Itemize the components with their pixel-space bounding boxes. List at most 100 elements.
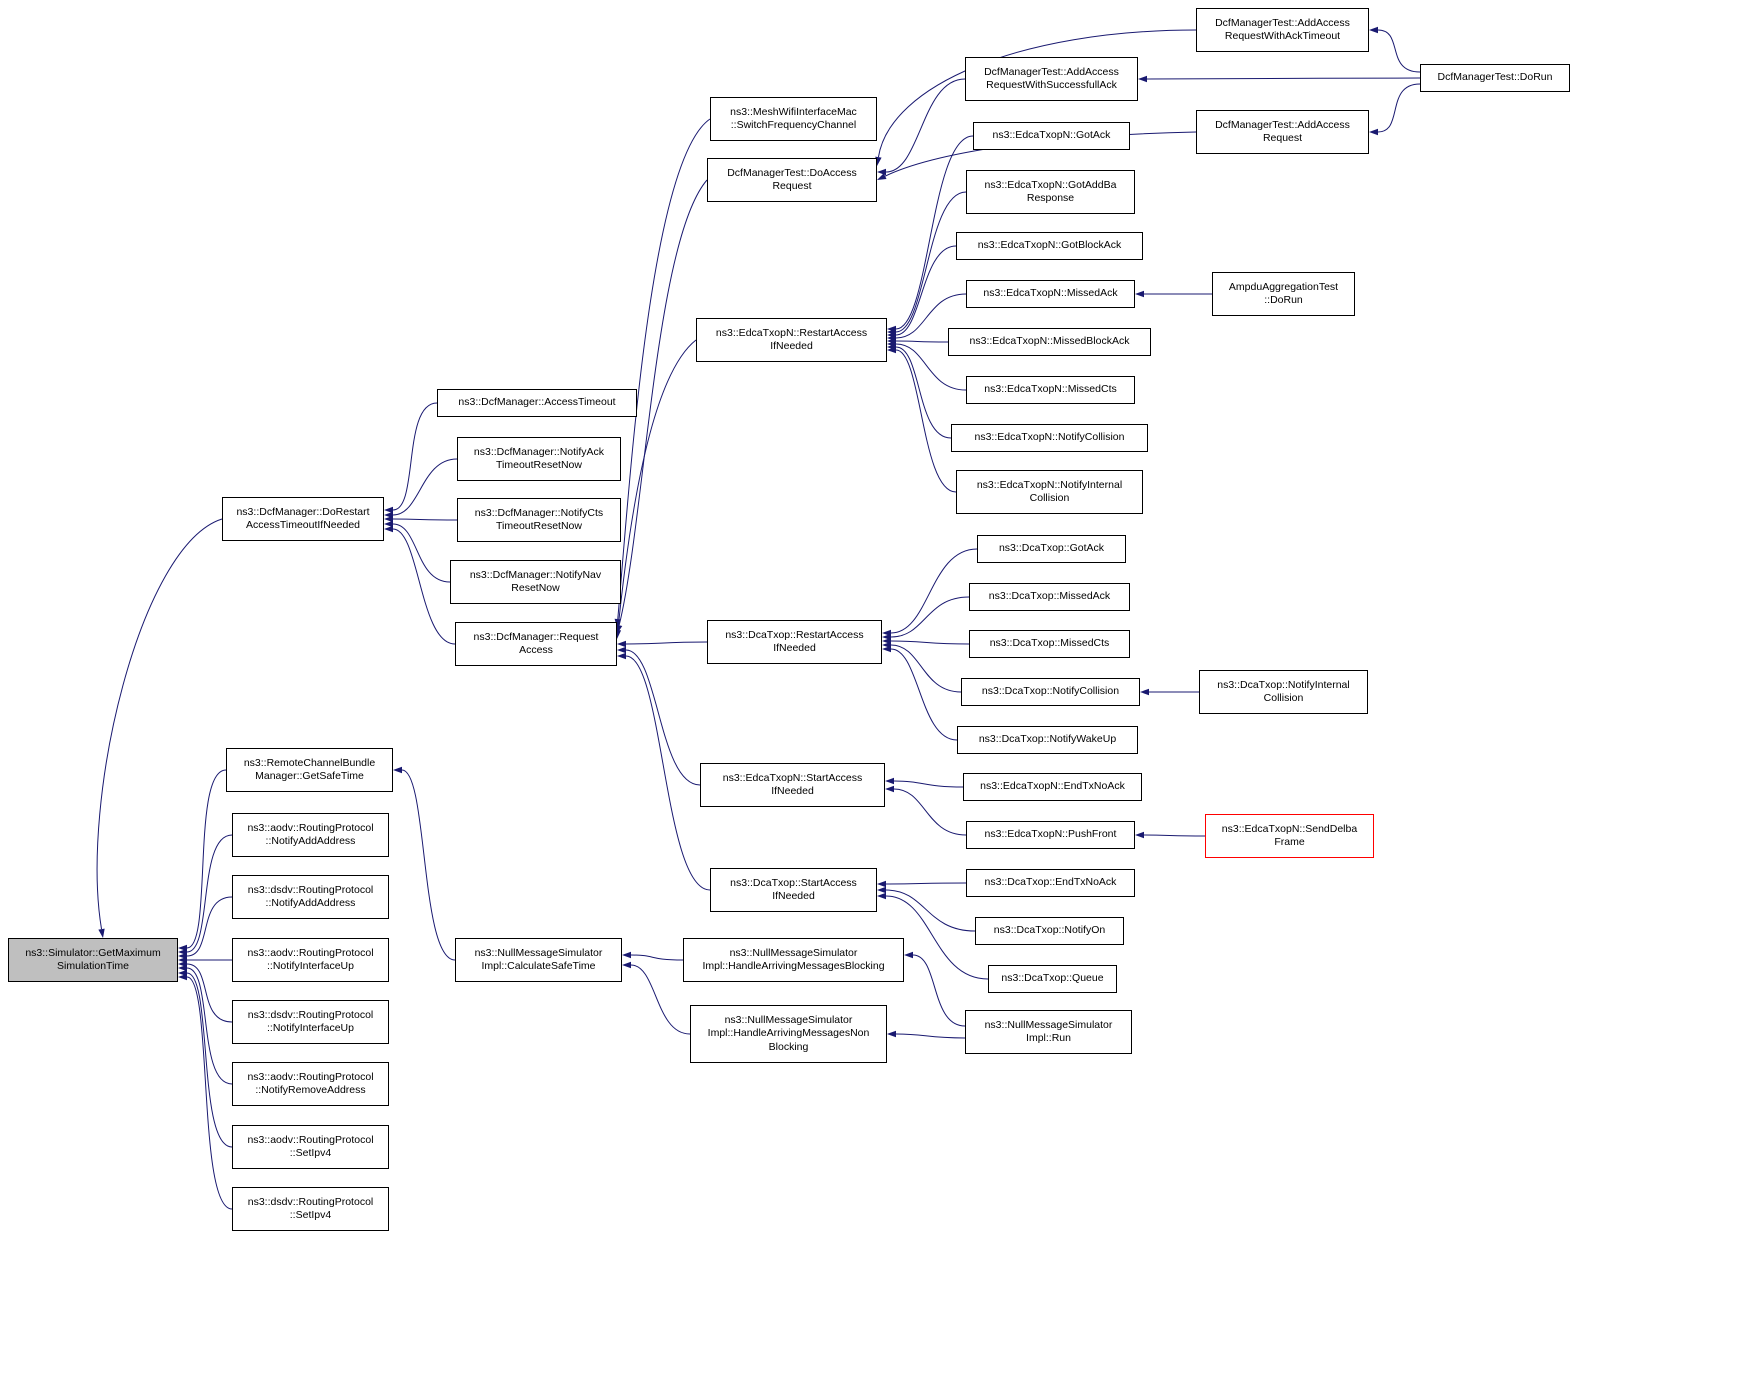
node-edca-missed-ack[interactable]: ns3::EdcaTxopN::MissedAck <box>966 280 1135 308</box>
node-access-timeout[interactable]: ns3::DcfManager::AccessTimeout <box>437 389 637 417</box>
node-label-line: ns3::DcaTxop::RestartAccess <box>725 628 864 641</box>
node-label-line: ::NotifyRemoveAddress <box>255 1084 366 1096</box>
node-label-line: Response <box>1026 192 1075 204</box>
call-edge-edca-got-block-ack-to-edca-restart-access-if-needed <box>895 245 957 336</box>
node-label-line: IfNeeded <box>773 642 816 654</box>
node-label-line: TimeoutResetNow <box>496 459 582 471</box>
node-label-line: ns3::EdcaTxopN::GotAck <box>992 129 1111 142</box>
arrowhead <box>1369 128 1378 136</box>
node-edca-missed-block-ack[interactable]: ns3::EdcaTxopN::MissedBlockAck <box>948 328 1151 356</box>
call-edge-aodv-notify-remove-address-to-get-maximum-simulation-time <box>186 967 233 1085</box>
node-edca-end-tx-no-ack[interactable]: ns3::EdcaTxopN::EndTxNoAck <box>963 773 1142 801</box>
node-edca-got-block-ack[interactable]: ns3::EdcaTxopN::GotBlockAck <box>956 232 1143 260</box>
node-aodv-notify-add-address[interactable]: ns3::aodv::RoutingProtocol::NotifyAddAdd… <box>232 813 389 857</box>
node-label-line: ns3::aodv::RoutingProtocol <box>247 946 374 959</box>
call-edge-handle-arriving-messages-blocking-to-calculate-safe-time <box>630 954 684 961</box>
arrowhead <box>882 645 891 653</box>
node-label-line: Request <box>772 180 812 192</box>
node-label-line: Impl::CalculateSafeTime <box>481 960 596 972</box>
call-edge-edca-got-add-ba-response-to-edca-restart-access-if-needed <box>895 191 967 333</box>
node-label-line: ::NotifyAddAddress <box>265 897 356 909</box>
node-dca-end-tx-no-ack[interactable]: ns3::DcaTxop::EndTxNoAck <box>966 869 1135 897</box>
call-edge-notify-cts-timeout-reset-now-to-do-restart-access-timeout-if-needed <box>392 518 458 521</box>
arrowhead <box>178 964 187 972</box>
node-aodv-notify-remove-address[interactable]: ns3::aodv::RoutingProtocol::NotifyRemove… <box>232 1062 389 1106</box>
node-aodv-set-ipv4[interactable]: ns3::aodv::RoutingProtocol::SetIpv4 <box>232 1125 389 1169</box>
node-dca-notify-wake-up[interactable]: ns3::DcaTxop::NotifyWakeUp <box>957 726 1138 754</box>
arrowhead <box>885 777 894 785</box>
node-label-line: ns3::EdcaTxopN::PushFront <box>984 828 1117 841</box>
node-dca-missed-ack[interactable]: ns3::DcaTxop::MissedAck <box>969 583 1130 611</box>
call-edge-edca-missed-block-ack-to-edca-restart-access-if-needed <box>895 340 949 343</box>
call-edge-get-safe-time-to-get-maximum-simulation-time <box>186 769 227 949</box>
node-label-line: Collision <box>1263 692 1304 704</box>
arrowhead <box>622 951 631 959</box>
call-edge-dca-queue-to-dca-start-access-if-needed <box>885 895 989 980</box>
node-edca-got-ack[interactable]: ns3::EdcaTxopN::GotAck <box>973 122 1130 150</box>
node-dca-missed-cts[interactable]: ns3::DcaTxop::MissedCts <box>969 630 1130 658</box>
node-label-line: ::SwitchFrequencyChannel <box>730 119 857 131</box>
node-label-line: Frame <box>1274 836 1305 848</box>
node-edca-missed-cts[interactable]: ns3::EdcaTxopN::MissedCts <box>966 376 1135 404</box>
node-dca-notify-collision[interactable]: ns3::DcaTxop::NotifyCollision <box>961 678 1140 706</box>
node-edca-notify-collision[interactable]: ns3::EdcaTxopN::NotifyCollision <box>951 424 1148 452</box>
node-ampdu-aggregation-test-do-run[interactable]: AmpduAggregationTest::DoRun <box>1212 272 1355 316</box>
node-label-line: IfNeeded <box>770 340 813 352</box>
node-dca-queue[interactable]: ns3::DcaTxop::Queue <box>988 965 1117 993</box>
call-edge-dca-notify-on-to-dca-start-access-if-needed <box>885 889 976 932</box>
node-dca-got-ack[interactable]: ns3::DcaTxop::GotAck <box>977 535 1126 563</box>
node-label-line: ns3::Simulator::GetMaximum <box>25 946 161 959</box>
node-dca-notify-on[interactable]: ns3::DcaTxop::NotifyOn <box>975 917 1124 945</box>
call-edge-dcf-manager-test-do-run-to-add-access-request <box>1377 83 1421 133</box>
node-dsdv-notify-add-address[interactable]: ns3::dsdv::RoutingProtocol::NotifyAddAdd… <box>232 875 389 919</box>
arrowhead <box>877 892 886 900</box>
arrowhead <box>617 640 626 648</box>
arrowhead <box>617 646 626 654</box>
node-label-line: ns3::EdcaTxopN::StartAccess <box>722 771 863 784</box>
arrowhead <box>384 515 393 523</box>
node-label-line: ::NotifyInterfaceUp <box>267 1022 354 1034</box>
arrowhead <box>614 618 621 628</box>
node-dsdv-notify-interface-up[interactable]: ns3::dsdv::RoutingProtocol::NotifyInterf… <box>232 1000 389 1044</box>
node-label-line: ns3::DcfManager::NotifyCts <box>474 506 604 519</box>
arrowhead <box>885 785 894 793</box>
call-edge-dca-missed-ack-to-dca-restart-access-if-needed <box>890 596 970 638</box>
node-dsdv-set-ipv4[interactable]: ns3::dsdv::RoutingProtocol::SetIpv4 <box>232 1187 389 1231</box>
node-label-line: ns3::DcaTxop::MissedCts <box>989 637 1110 650</box>
node-dcf-manager-test-do-run[interactable]: DcfManagerTest::DoRun <box>1420 64 1570 92</box>
node-switch-frequency-channel[interactable]: ns3::MeshWifiInterfaceMac::SwitchFrequen… <box>710 97 877 141</box>
node-label-line: DcfManagerTest::AddAccess <box>1215 118 1350 131</box>
call-edge-dca-start-access-if-needed-to-request-access <box>625 655 711 891</box>
call-edge-dca-notify-collision-to-dca-restart-access-if-needed <box>890 644 962 693</box>
call-edge-notify-nav-reset-now-to-do-restart-access-timeout-if-needed <box>392 523 451 583</box>
node-edca-push-front[interactable]: ns3::EdcaTxopN::PushFront <box>966 821 1135 849</box>
node-aodv-notify-interface-up[interactable]: ns3::aodv::RoutingProtocol::NotifyInterf… <box>232 938 389 982</box>
node-label-line: SimulationTime <box>57 960 129 972</box>
node-label-line: ::SetIpv4 <box>289 1209 332 1221</box>
